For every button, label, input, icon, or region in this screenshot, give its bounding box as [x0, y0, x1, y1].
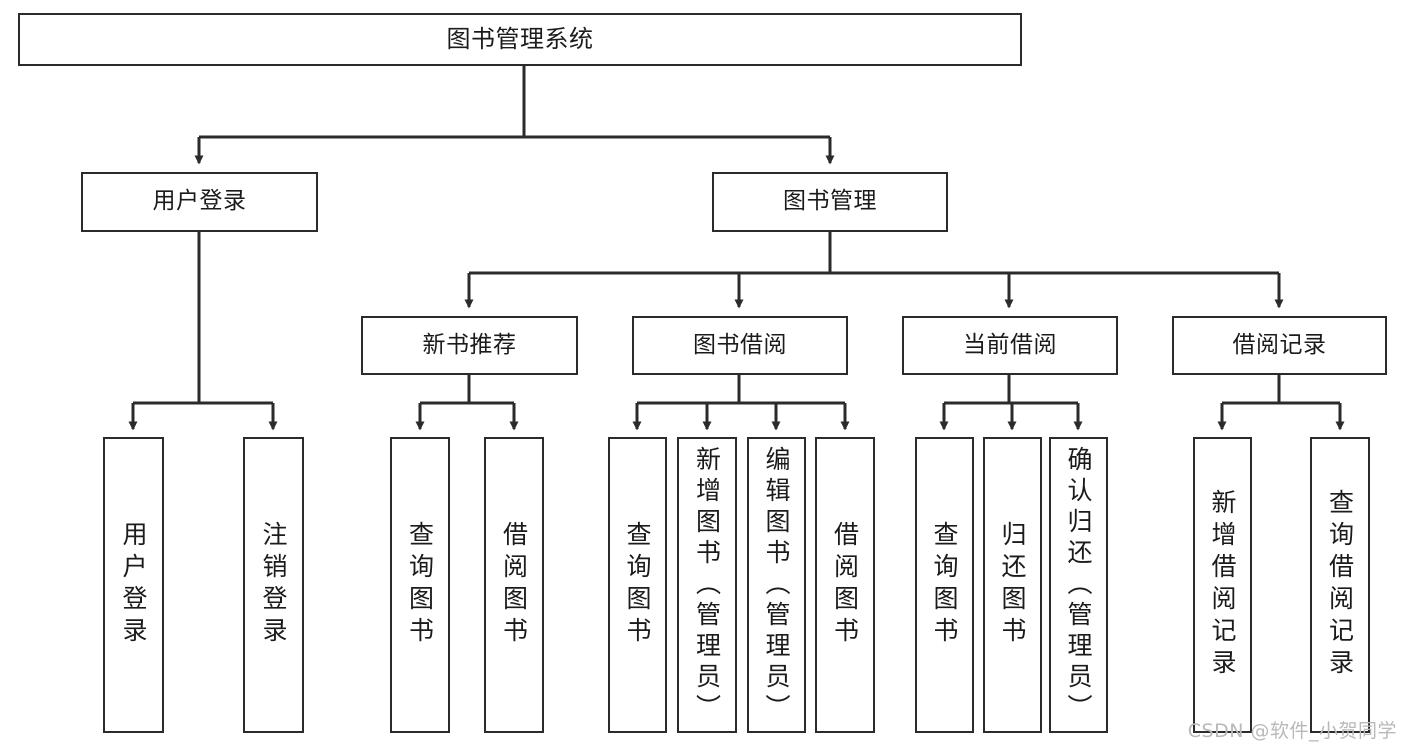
node-book-management[interactable]: 图书管理 — [712, 172, 948, 232]
node-label: 查询图书 — [930, 521, 959, 649]
leaf-borrow-book-2[interactable]: 借阅图书 — [815, 437, 875, 733]
node-label: 归还图书 — [998, 521, 1027, 649]
watermark-text: CSDN @软件_小贺同学 — [1187, 720, 1397, 742]
node-label: 借阅图书 — [499, 521, 529, 649]
leaf-return-book[interactable]: 归还图书 — [983, 437, 1042, 733]
leaf-query-book-2[interactable]: 查询图书 — [608, 437, 667, 733]
leaf-edit-book[interactable]: 编辑图书（管理员） — [747, 437, 806, 733]
leaf-query-book-1[interactable]: 查询图书 — [390, 437, 450, 733]
leaf-query-book-3[interactable]: 查询图书 — [915, 437, 974, 733]
node-new-book-recommend[interactable]: 新书推荐 — [361, 316, 578, 375]
node-label: 用户登录 — [152, 188, 247, 215]
node-label: 借阅记录 — [1232, 331, 1327, 358]
leaf-add-book[interactable]: 新增图书（管理员） — [677, 437, 737, 733]
leaf-logout[interactable]: 注销登录 — [243, 437, 304, 733]
node-label: 确认归还（管理员） — [1064, 445, 1093, 725]
node-label: 借阅图书 — [830, 521, 860, 649]
node-root-system[interactable]: 图书管理系统 — [18, 13, 1022, 66]
node-borrow-record[interactable]: 借阅记录 — [1172, 316, 1387, 375]
leaf-borrow-book-1[interactable]: 借阅图书 — [484, 437, 544, 733]
leaf-user-login[interactable]: 用户登录 — [103, 437, 164, 733]
node-book-borrow[interactable]: 图书借阅 — [632, 316, 848, 375]
leaf-add-record[interactable]: 新增借阅记录 — [1193, 437, 1252, 733]
leaf-confirm-return[interactable]: 确认归还（管理员） — [1049, 437, 1108, 733]
node-label: 新增图书（管理员） — [692, 445, 722, 725]
leaf-query-record[interactable]: 查询借阅记录 — [1310, 437, 1370, 733]
node-label: 注销登录 — [259, 521, 288, 649]
node-label: 图书借阅 — [693, 331, 787, 358]
node-label: 查询图书 — [405, 521, 435, 649]
node-user-login[interactable]: 用户登录 — [81, 172, 318, 232]
node-label: 图书管理系统 — [446, 25, 594, 54]
node-label: 图书管理 — [783, 188, 877, 215]
node-label: 用户登录 — [119, 521, 148, 649]
node-label: 当前借阅 — [963, 331, 1057, 358]
node-label: 查询图书 — [623, 521, 652, 649]
node-label: 新书推荐 — [422, 331, 517, 358]
node-label: 查询借阅记录 — [1325, 489, 1355, 681]
node-current-borrow[interactable]: 当前借阅 — [902, 316, 1118, 375]
node-label: 新增借阅记录 — [1208, 489, 1237, 681]
node-label: 编辑图书（管理员） — [762, 445, 791, 725]
